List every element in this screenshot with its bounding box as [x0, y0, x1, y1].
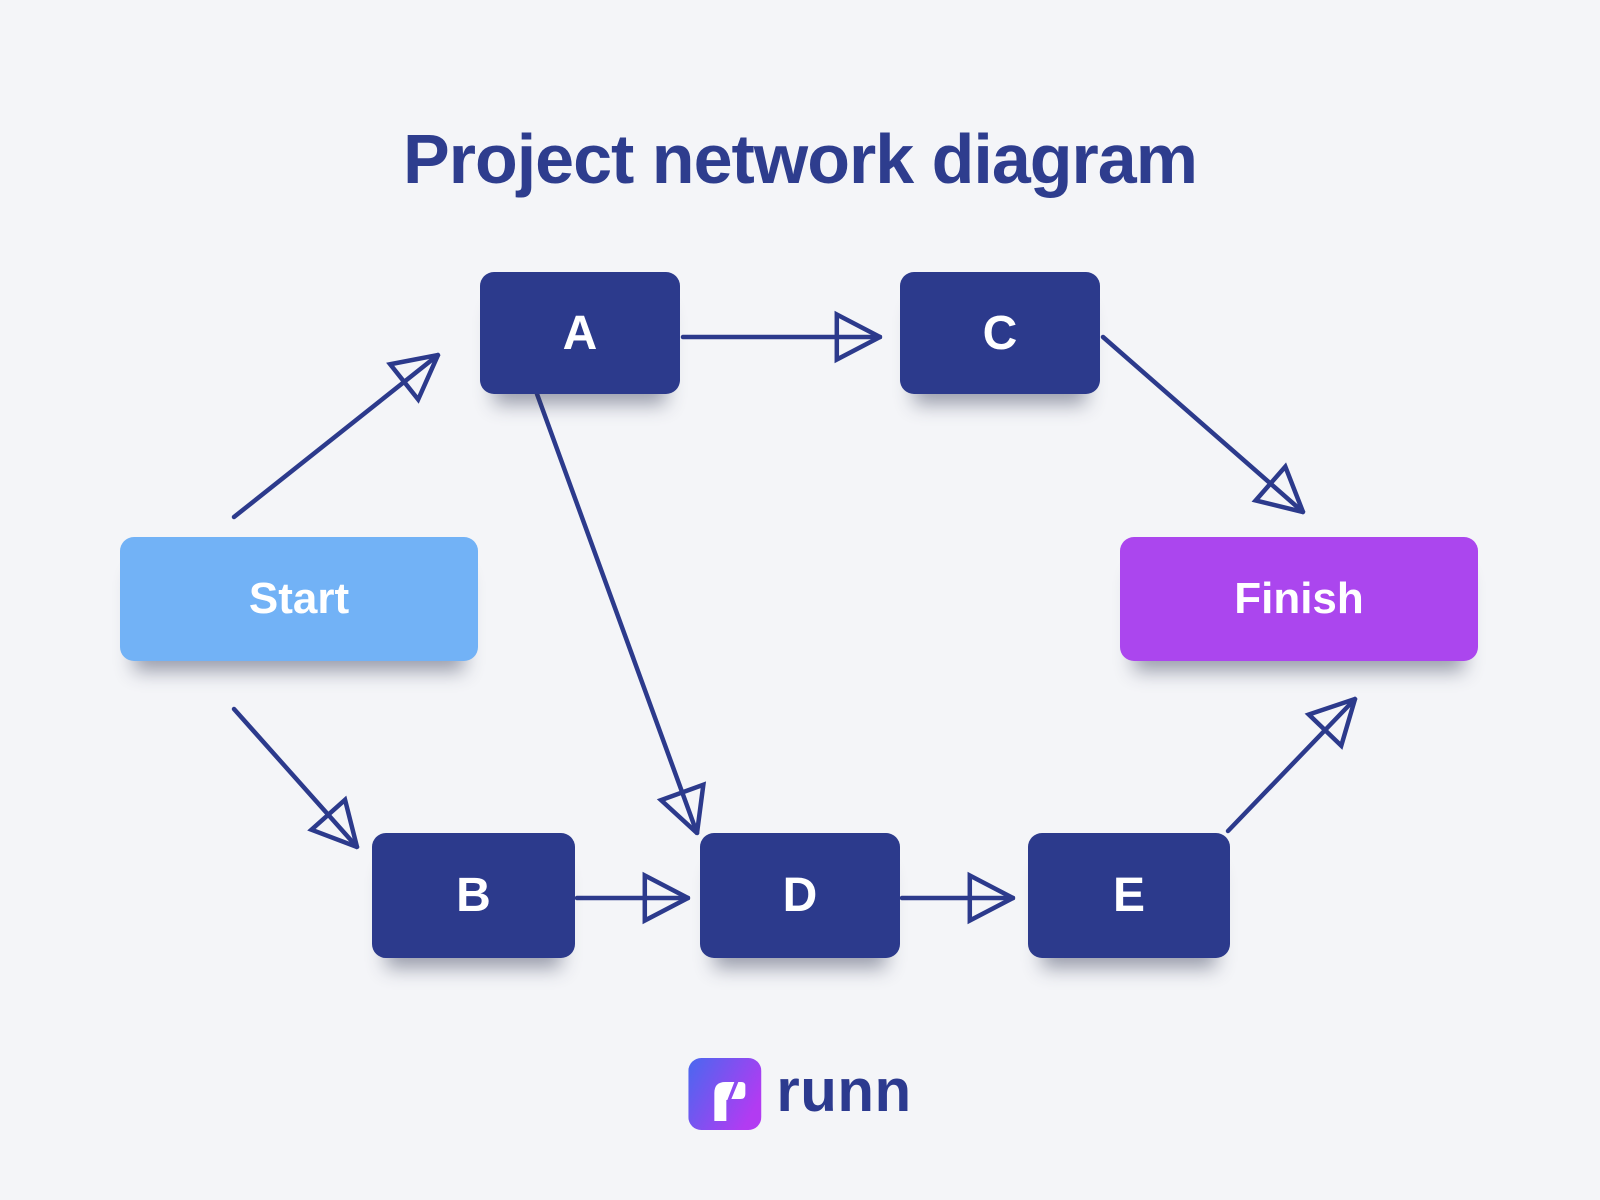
- page-title: Project network diagram: [403, 119, 1198, 198]
- node-d: D: [700, 833, 900, 958]
- brand-wordmark: runn: [776, 1057, 912, 1124]
- node-label: D: [782, 869, 818, 922]
- node-label: A: [562, 306, 598, 360]
- node-a: A: [480, 272, 680, 394]
- brand-footer: runn: [688, 1058, 911, 1130]
- node-b: B: [372, 833, 575, 958]
- node-label: E: [1112, 869, 1145, 922]
- node-c: C: [900, 272, 1100, 394]
- edge-c-to-finish: [1100, 334, 1303, 512]
- edge-e-to-finish: [1225, 699, 1355, 834]
- node-label: C: [982, 306, 1018, 360]
- node-start: Start: [120, 537, 478, 661]
- edge-start-to-b: [231, 706, 357, 847]
- edge-a-to-d: [534, 391, 697, 833]
- node-finish: Finish: [1120, 537, 1478, 661]
- node-label: Start: [248, 574, 350, 623]
- node-label: B: [456, 869, 491, 922]
- edge-start-to-a: [231, 355, 438, 520]
- runn-logo-icon: [688, 1058, 762, 1130]
- node-label: Finish: [1234, 574, 1364, 623]
- node-e: E: [1028, 833, 1230, 958]
